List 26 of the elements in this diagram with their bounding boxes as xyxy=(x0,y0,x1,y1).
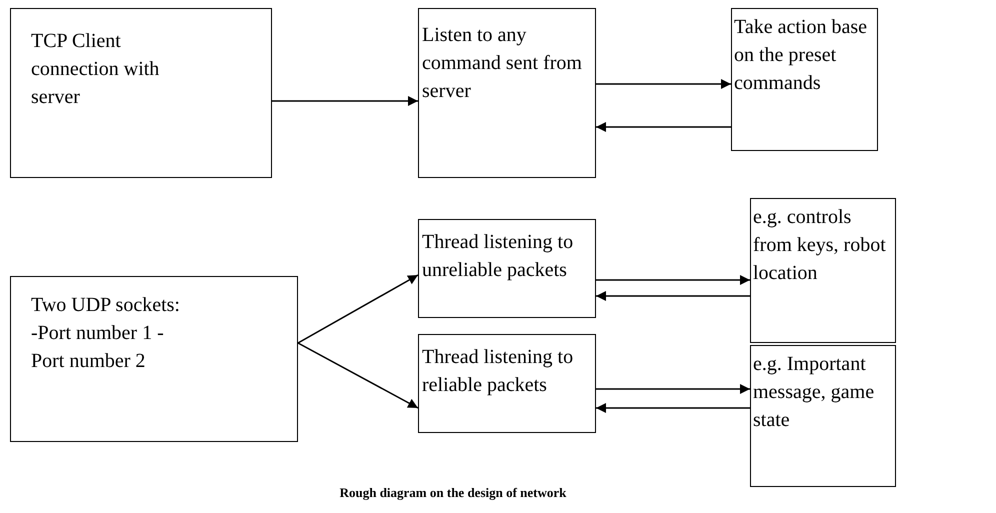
process-box xyxy=(418,334,596,433)
box-text: Two UDP sockets: -Port number 1 -Port number 2 xyxy=(31,293,181,374)
arrow xyxy=(596,122,731,132)
arrow xyxy=(596,384,750,394)
caption: Rough diagram on the design of network xyxy=(338,485,568,501)
arrow xyxy=(596,291,750,301)
arrow xyxy=(272,96,418,106)
box-text: Take action base on the preset commands xyxy=(734,15,868,96)
arrow xyxy=(298,342,418,409)
arrow xyxy=(596,403,750,413)
arrow xyxy=(596,275,750,285)
process-box xyxy=(10,276,298,442)
process-box xyxy=(418,219,596,318)
arrow xyxy=(298,274,418,344)
process-box xyxy=(418,8,596,178)
arrow xyxy=(596,79,731,89)
process-box xyxy=(10,8,272,178)
box-text: Thread listening to reliable packets xyxy=(422,345,574,398)
process-box xyxy=(750,345,896,487)
process-box xyxy=(731,8,878,151)
box-text: e.g. controls from keys, robot location xyxy=(753,205,887,286)
process-box xyxy=(750,198,896,343)
box-text: Thread listening to unreliable packets xyxy=(422,230,574,283)
box-text: TCP Client connection with server xyxy=(31,29,160,110)
box-text: Listen to any command sent from server xyxy=(422,23,583,104)
box-text: e.g. Important message, game state xyxy=(753,352,876,433)
